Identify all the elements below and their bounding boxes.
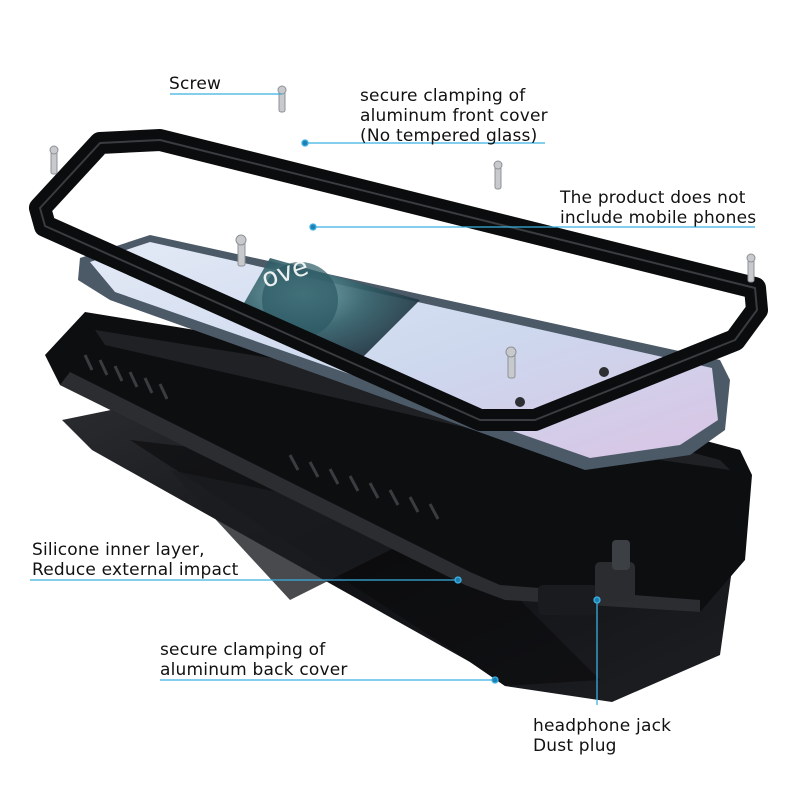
callout-back-cover-line-1: secure clamping of <box>160 640 326 660</box>
callout-jack-line-2: Dust plug <box>533 736 617 756</box>
callout-silicone: Silicone inner layer, Reduce external im… <box>32 540 239 580</box>
screw-icon <box>746 253 756 283</box>
screw-icon <box>493 160 503 190</box>
callout-front-cover-line-2: aluminum front cover <box>360 106 548 126</box>
callout-back-cover: secure clamping of aluminum back cover <box>160 640 348 680</box>
callout-screw: Screw <box>169 74 221 94</box>
callout-no-phone-line-1: The product does not <box>560 188 746 208</box>
callout-silicone-line-2: Reduce external impact <box>32 560 239 580</box>
callout-jack-line-1: headphone jack <box>533 716 672 736</box>
callout-no-phone-line-2: include mobile phones <box>560 208 757 228</box>
screw-icon <box>49 145 59 175</box>
screws <box>49 85 756 379</box>
grip-serrations <box>83 354 440 520</box>
screw-icon <box>277 85 287 113</box>
screw-icon <box>505 346 517 379</box>
callout-back-cover-line-2: aluminum back cover <box>160 660 348 680</box>
callout-jack: headphone jack Dust plug <box>533 716 671 756</box>
callout-front-cover-line-1: secure clamping of <box>360 86 526 106</box>
callout-screw-text: Screw <box>169 74 222 94</box>
callout-silicone-line-1: Silicone inner layer, <box>32 540 205 560</box>
screw-icon <box>235 234 247 267</box>
leader-lines <box>30 93 755 705</box>
dust-plug <box>538 540 635 615</box>
callout-front-cover-line-3: (No tempered glass) <box>360 126 538 146</box>
callout-front-cover: secure clamping of aluminum front cover … <box>360 86 548 146</box>
callout-no-phone: The product does not include mobile phon… <box>560 188 756 228</box>
front-cover <box>29 129 768 431</box>
